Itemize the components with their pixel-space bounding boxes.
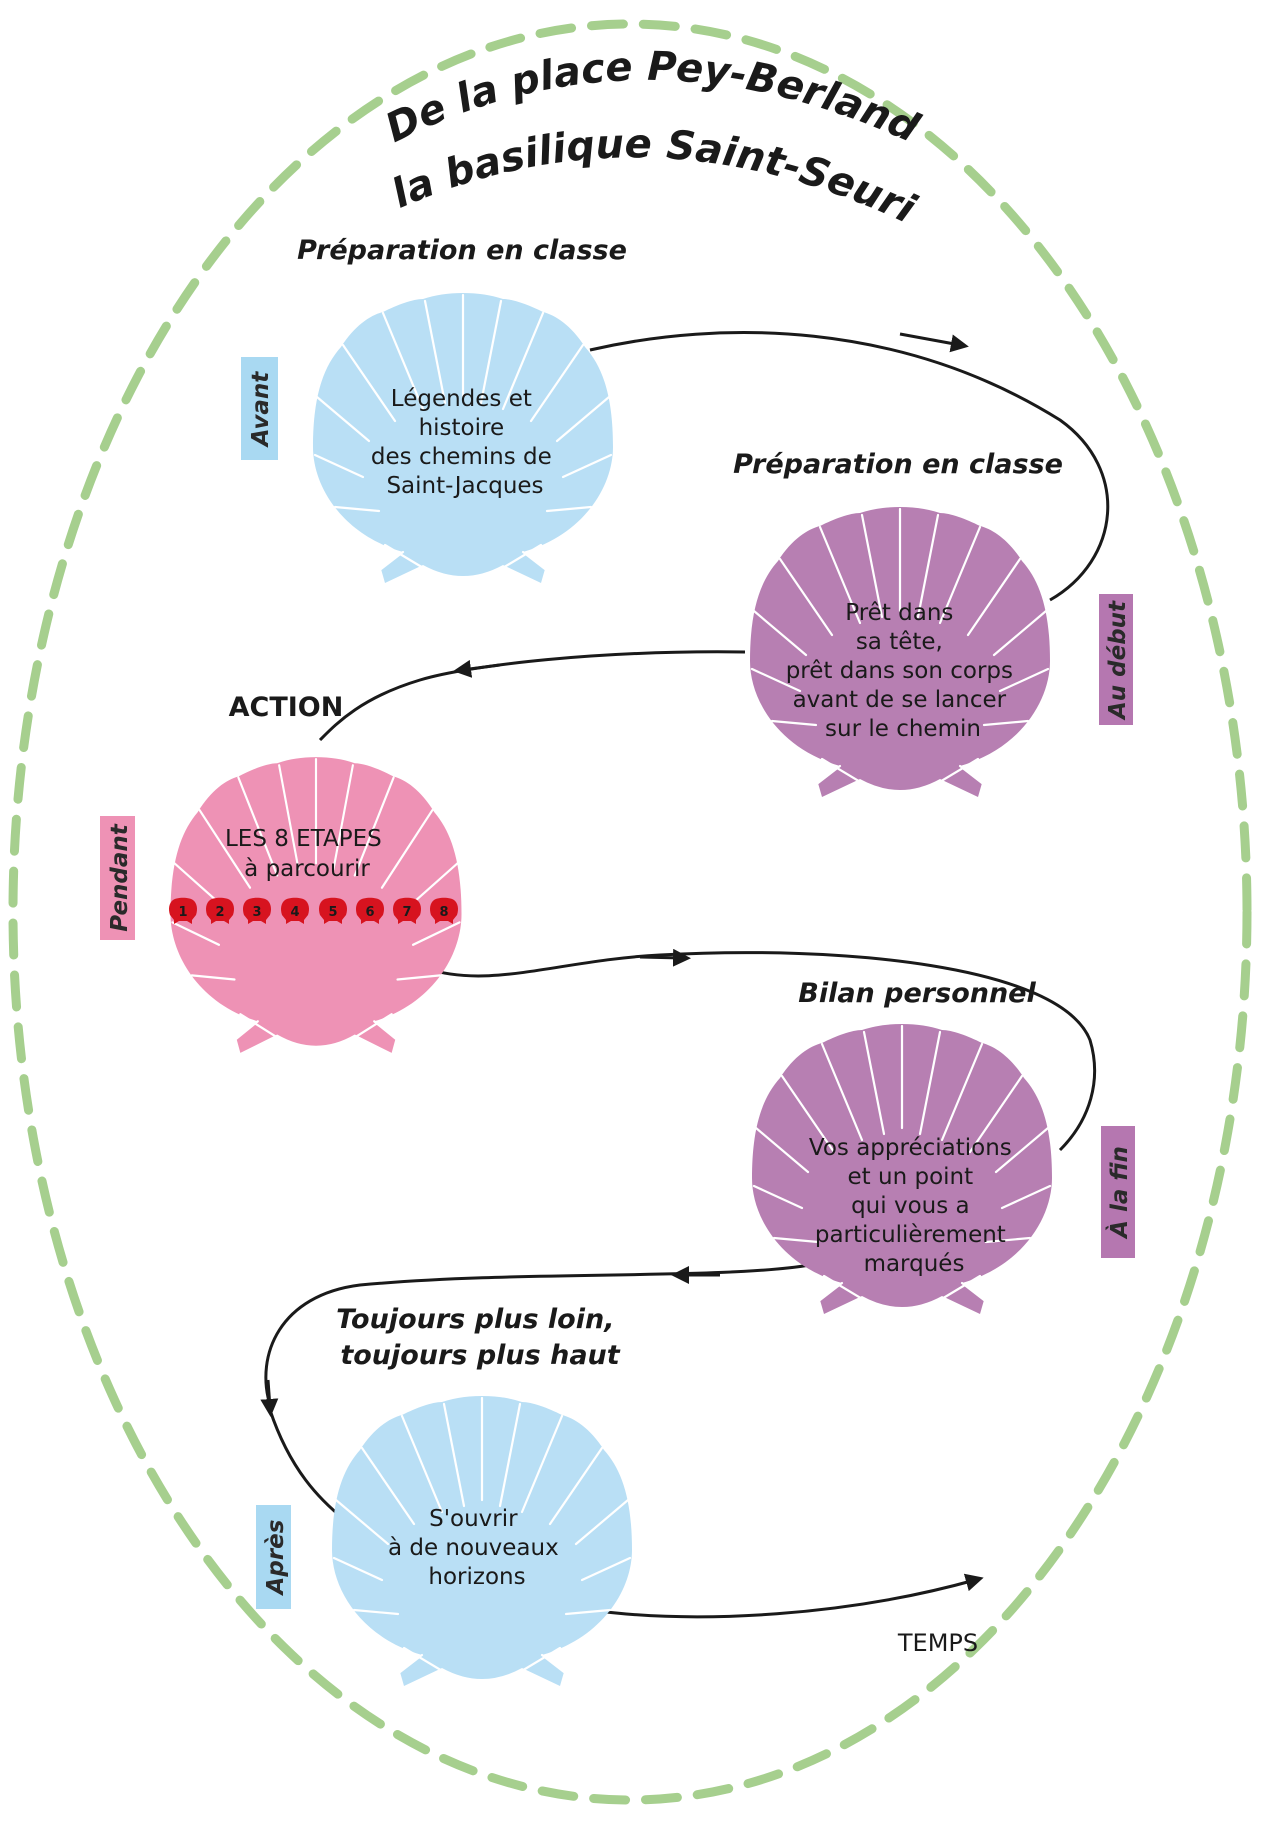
step-markers: 1 2 3 4 5 6 7 — [169, 897, 458, 924]
flow-arrow-1-tip — [899, 332, 969, 353]
phase-tag-pendant — [100, 816, 135, 940]
phase-tag-avant — [241, 357, 278, 460]
stage-apres: Toujours plus loin, toujours plus haut S… — [256, 1304, 632, 1692]
phase-tag-a-la-fin — [1101, 1126, 1135, 1258]
phase-tag-apres — [256, 1505, 291, 1609]
flow-arrow-4-continue — [268, 1409, 346, 1522]
stage-pendant-heading: ACTION — [229, 692, 344, 723]
stage-au-debut-heading: Préparation en classe — [733, 449, 1063, 480]
svg-text:8: 8 — [439, 905, 448, 920]
phase-label-pendant: Pendant — [107, 823, 133, 932]
svg-text:7: 7 — [402, 905, 411, 920]
time-axis-arrow — [589, 1573, 984, 1619]
stage-au-debut-text: Prêt dans sa tête, prêt dans son corps a… — [786, 600, 1021, 742]
stage-avant-heading: Préparation en classe — [297, 235, 627, 266]
flow-arrow-4-tip-down — [260, 1379, 279, 1417]
flow-arrow-2 — [318, 650, 746, 742]
svg-text:1: 1 — [178, 905, 187, 920]
step-marker-5: 5 — [319, 897, 347, 924]
stage-a-la-fin: Bilan personnel Vos appréciations et un … — [752, 978, 1135, 1320]
flow-arrow-3 — [424, 951, 1097, 1152]
stage-avant-text: Légendes et histoire des chemins de Sain… — [371, 386, 559, 499]
flow-arrow-1 — [589, 331, 1110, 602]
svg-text:4: 4 — [290, 905, 299, 920]
svg-text:3: 3 — [252, 905, 261, 920]
step-marker-6: 6 — [356, 897, 384, 924]
phase-tag-au-debut — [1099, 594, 1133, 725]
step-marker-8: 8 — [430, 897, 458, 924]
step-marker-4: 4 — [281, 897, 309, 924]
step-marker-3: 3 — [243, 897, 271, 924]
stage-pendant-text: LES 8 ETAPES à parcourir — [225, 826, 389, 882]
phase-label-apres: Après — [263, 1520, 289, 1597]
flow-arrow-2-tip — [453, 659, 501, 678]
stage-avant: Préparation en classe Légendes et histoi… — [241, 235, 627, 589]
stage-apres-heading: Toujours plus loin, toujours plus haut — [336, 1304, 624, 1371]
stage-apres-text: S'ouvrir à de nouveaux horizons — [388, 1506, 566, 1590]
stage-a-la-fin-heading: Bilan personnel — [798, 978, 1036, 1009]
step-marker-1: 1 — [169, 897, 197, 924]
time-axis-label: TEMPS — [897, 1629, 978, 1657]
svg-text:5: 5 — [328, 905, 337, 920]
stage-pendant: ACTION LES 8 ETAPES à parcourir 1 2 3 — [100, 692, 462, 1059]
flow-arrow-3-tip — [639, 948, 691, 967]
step-marker-7: 7 — [393, 897, 421, 924]
svg-text:2: 2 — [215, 905, 224, 920]
stage-a-la-fin-text: Vos appréciations et un point qui vous a… — [809, 1135, 1019, 1277]
svg-text:6: 6 — [365, 905, 374, 920]
dashed-oval-border — [8, 19, 1252, 1805]
stage-au-debut: Préparation en classe Prêt dans sa tête,… — [733, 449, 1133, 803]
step-marker-2: 2 — [206, 897, 234, 924]
flow-arrow-4 — [264, 1263, 811, 1406]
phase-label-a-la-fin: À la fin — [1105, 1146, 1133, 1240]
phase-label-au-debut: Au début — [1105, 600, 1131, 721]
phase-label-avant: Avant — [248, 371, 274, 448]
